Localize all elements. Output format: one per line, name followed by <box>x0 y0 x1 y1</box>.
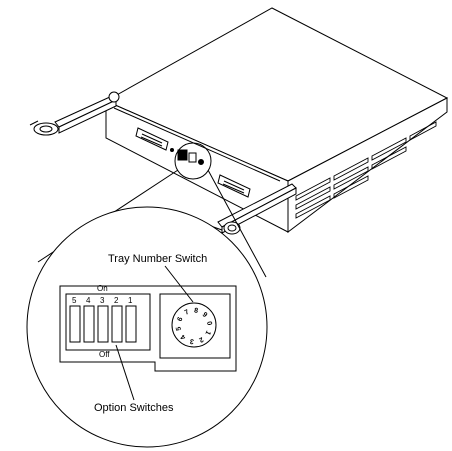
switch-panel <box>59 285 237 372</box>
dip-switch-5[interactable] <box>69 305 81 343</box>
dial-digit-3: 3 <box>189 337 194 344</box>
dip-number-5: 5 <box>72 296 77 305</box>
dial-digit-0: 0 <box>205 321 213 326</box>
dip-switch-1[interactable] <box>125 305 137 343</box>
dip-on-label: On <box>97 284 108 293</box>
option-switches-label: Option Switches <box>94 402 174 414</box>
dial-digit-2: 2 <box>198 335 205 343</box>
connector-left <box>135 127 169 151</box>
dip-labels: On Off 5 4 3 2 1 <box>72 284 133 359</box>
tray-side-vents <box>295 121 437 219</box>
dip-switch-3[interactable] <box>97 305 109 343</box>
dial-digit-9: 9 <box>201 311 209 319</box>
tray-side-face <box>287 97 448 234</box>
dip-off-label: Off <box>99 350 110 359</box>
detail-leader-right <box>207 169 267 278</box>
front-switch-area <box>170 148 204 165</box>
tray-front-edge <box>113 107 281 182</box>
dip-switches <box>69 305 137 343</box>
tray-front-connectors <box>135 127 251 198</box>
dip-switch-4[interactable] <box>83 305 95 343</box>
tray-number-leader <box>164 265 194 303</box>
dial-digit-5: 5 <box>175 326 183 331</box>
dip-switch-2[interactable] <box>111 305 123 343</box>
detail-source-circle <box>174 142 212 180</box>
rotary-dial[interactable] <box>171 302 217 348</box>
dip-number-2: 2 <box>114 296 119 305</box>
dial-digit-7: 7 <box>184 309 191 317</box>
dial-digit-8: 8 <box>194 307 199 314</box>
tray-number-switch-label: Tray Number Switch <box>108 253 207 265</box>
dial-digit-4: 4 <box>180 333 188 341</box>
option-switches-leader <box>115 344 135 401</box>
connector-right <box>217 174 251 198</box>
dip-number-4: 4 <box>86 296 91 305</box>
dip-number-3: 3 <box>100 296 105 305</box>
right-mounting-rail <box>204 183 297 235</box>
left-mounting-rail <box>29 91 120 136</box>
dial-digit-6: 6 <box>176 316 184 323</box>
dial-digit-1: 1 <box>203 329 211 336</box>
dip-number-1: 1 <box>128 296 133 305</box>
